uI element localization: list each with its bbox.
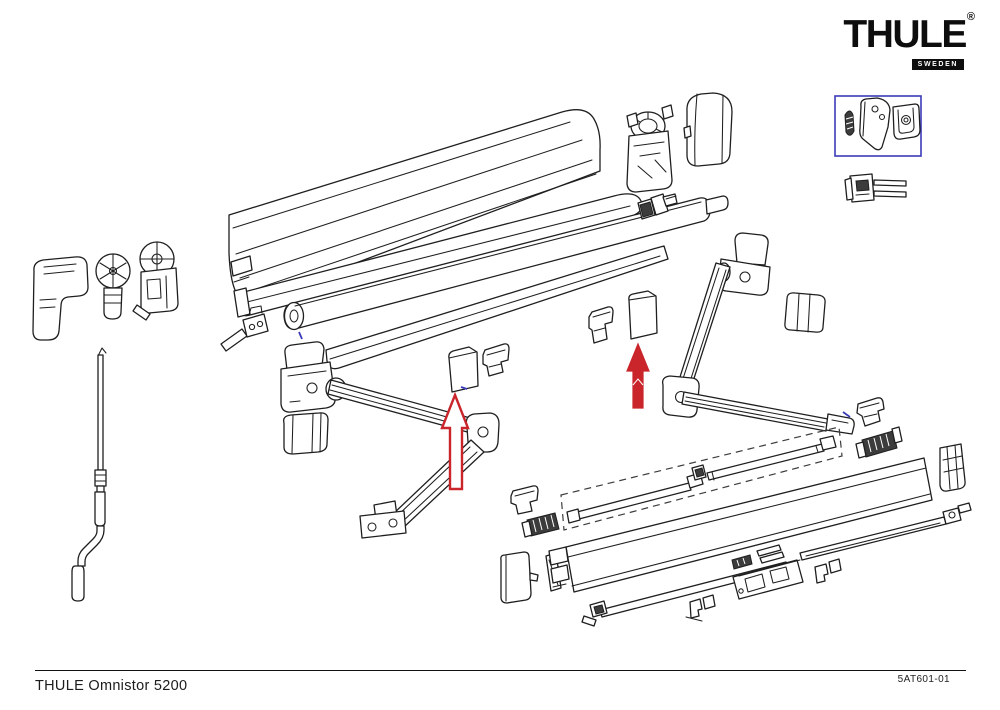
gear-knob [95,253,131,320]
housing-end-cap [683,92,733,167]
left-end-cover-cap [32,256,89,341]
end-clip-pair-center [685,594,716,622]
arm-cover-cap-right [784,292,826,333]
slotted-bracket-right [939,443,966,492]
clamp-bracket-right [588,306,614,344]
cassette-housing-profile [228,109,601,301]
product-title: THULE Omnistor 5200 [35,678,188,694]
mounting-hardware-callout [834,95,922,157]
spline-connector [844,173,907,203]
spline-coupler [637,193,678,220]
tension-rafter-tube-right [706,435,837,481]
brand-row: THULE® [843,12,975,56]
footer-divider [35,670,966,671]
case-bottom-rail-profile [233,193,643,318]
cone-plug [844,110,855,136]
lead-rail-profile [548,457,933,593]
toothed-rack-right [855,426,903,459]
crank-handle [71,347,107,602]
brand-name: THULE [843,13,967,56]
tension-bolt [220,305,269,352]
fabric-clamp-sheet-right [628,290,658,340]
document-number: 5AT601-01 [897,674,950,685]
callout-box-border [834,95,922,157]
mounting-plate [859,97,891,151]
support-tube-coupler [756,544,785,564]
rafter-kit-group [560,426,843,531]
clamp-bracket-left [482,343,510,377]
gear-mount-bracket [626,104,674,193]
roller-tube [283,195,729,340]
lock-mechanism [732,559,804,600]
toothed-lock-rack-left [521,512,560,538]
brand-tagline: SWEDEN [911,59,964,70]
u-bracket [892,103,921,140]
cover-sheet-small [500,551,539,604]
angle-bracket-right [856,397,885,427]
end-clip-pair-right [814,558,842,584]
fabric-clamp-sheet-left [448,346,479,393]
mounting-clip [510,485,539,515]
highlight-arrow-right [626,342,650,409]
rafter-hook-coupler [691,464,707,481]
highlight-arrow-left [440,391,470,491]
support-tube-right-section [799,502,972,561]
registered-trademark-icon: ® [966,11,975,23]
left-spring-arm [280,341,500,539]
thule-logo: THULE® SWEDEN [843,12,975,70]
arm-cover-cap-left [283,412,329,455]
right-spring-arm [662,232,855,435]
gear-console-bracket [132,241,179,321]
